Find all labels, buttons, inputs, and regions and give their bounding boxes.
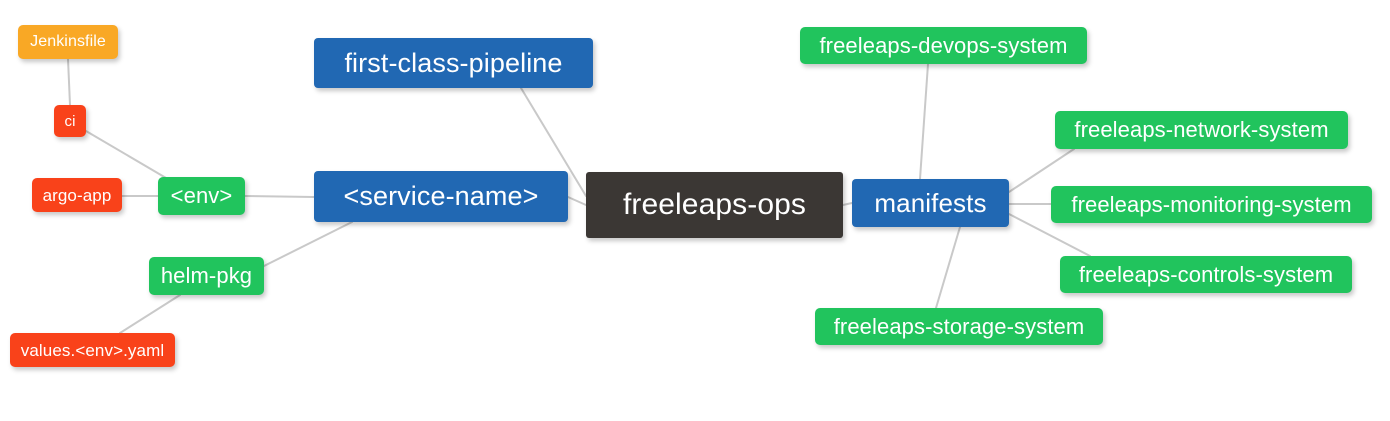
node-env[interactable]: <env> [158,177,245,215]
edge-manifests-to-freeleaps-devops-system [919,63,929,180]
node-values-env-yaml[interactable]: values.<env>.yaml [10,333,175,367]
edge-service-name-to-env [244,195,315,198]
node-freeleaps-devops-system[interactable]: freeleaps-devops-system [800,27,1087,64]
edge-freeleaps-ops-to-manifests [842,202,853,206]
node-helm-pkg[interactable]: helm-pkg [149,257,264,295]
node-freeleaps-storage-system[interactable]: freeleaps-storage-system [815,308,1103,345]
edge-freeleaps-ops-to-service-name [567,196,587,206]
node-freeleaps-monitoring-system[interactable]: freeleaps-monitoring-system [1051,186,1372,223]
node-manifests[interactable]: manifests [852,179,1009,227]
node-service-name[interactable]: <service-name> [314,171,568,222]
edge-ci-to-jenkinsfile [67,58,71,106]
edge-service-name-to-helm-pkg [263,221,353,267]
node-first-class-pipeline[interactable]: first-class-pipeline [314,38,593,88]
node-freeleaps-controls-system[interactable]: freeleaps-controls-system [1060,256,1352,293]
node-argo-app[interactable]: argo-app [32,178,122,212]
node-jenkinsfile[interactable]: Jenkinsfile [18,25,118,59]
edge-manifests-to-freeleaps-storage-system [935,226,961,309]
node-freeleaps-network-system[interactable]: freeleaps-network-system [1055,111,1348,149]
edge-helm-pkg-to-values-env-yaml [119,294,181,334]
node-ci[interactable]: ci [54,105,86,137]
node-freeleaps-ops[interactable]: freeleaps-ops [586,172,843,238]
